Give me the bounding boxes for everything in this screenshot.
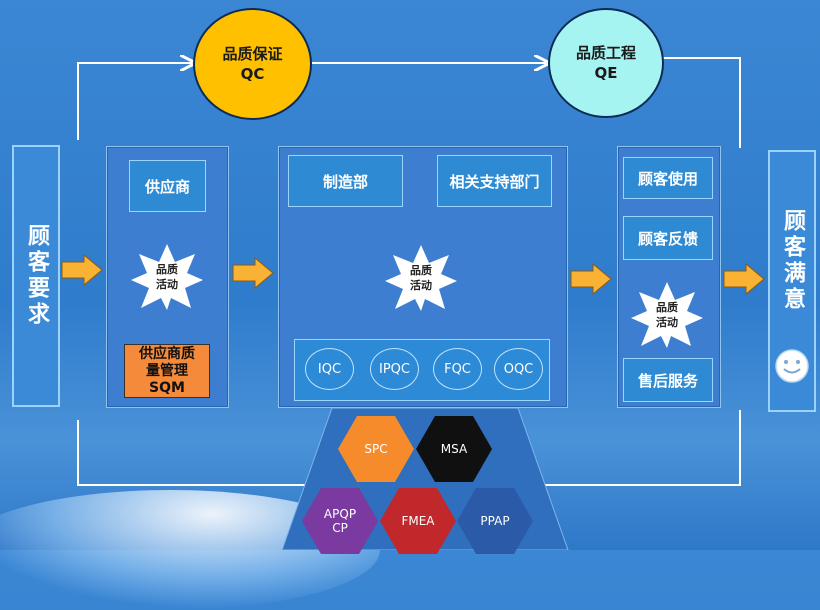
manufacturing-dept-box: 制造部 bbox=[288, 155, 403, 207]
manufacturing-quality-activity: 品质活动 bbox=[383, 243, 459, 313]
activity-label-line2: 活动 bbox=[410, 279, 432, 292]
qe-label-cn: 品质工程 bbox=[575, 44, 636, 62]
bottom-left-line bbox=[77, 420, 335, 486]
customer-use-label: 顾客使用 bbox=[637, 169, 698, 188]
qe-right-line bbox=[662, 57, 741, 148]
arrow-requirements-to-supplier bbox=[61, 253, 103, 287]
customer-feedback-box: 顾客反馈 bbox=[623, 216, 713, 260]
qc-circle: 品质保证 QC bbox=[193, 8, 312, 120]
arrow-supplier-to-manufacturing bbox=[232, 256, 274, 290]
stage-ipqc-label: IPQC bbox=[379, 361, 410, 377]
smiley-face-icon bbox=[775, 349, 809, 383]
qe-circle: 品质工程 QE bbox=[548, 8, 664, 118]
qc-label: QC bbox=[240, 65, 265, 83]
support-dept-label: 相关支持部门 bbox=[449, 172, 540, 191]
customer-use-box: 顾客使用 bbox=[623, 157, 713, 199]
arrow-customer-to-satisfaction bbox=[723, 262, 765, 296]
activity-label-line1: 品质 bbox=[656, 301, 678, 314]
supplier-box: 供应商 bbox=[129, 160, 206, 212]
after-sales-service-label: 售后服务 bbox=[637, 371, 698, 390]
customer-quality-activity: 品质活动 bbox=[629, 280, 705, 350]
stage-fqc-label: FQC bbox=[444, 361, 471, 377]
bottom-feedback-line bbox=[530, 410, 741, 485]
support-dept-box: 相关支持部门 bbox=[437, 155, 552, 207]
arrow-manufacturing-to-customer bbox=[570, 262, 612, 296]
stage-oqc: OQC bbox=[494, 348, 543, 390]
stage-ipqc: IPQC bbox=[370, 348, 419, 390]
tool-msa-label: MSA bbox=[440, 442, 468, 456]
qc-label-cn: 品质保证 bbox=[222, 45, 283, 63]
sqm-line2: 量管理 bbox=[146, 362, 188, 379]
customer-requirements-box: 顾客要求 bbox=[12, 145, 60, 407]
supplier-quality-activity: 品质活动 bbox=[129, 242, 205, 312]
activity-label-line2: 活动 bbox=[656, 316, 678, 329]
top-feedback-line bbox=[77, 63, 192, 140]
customer-satisfaction-label: 顾客满意 bbox=[780, 209, 805, 313]
tool-spc-label: SPC bbox=[364, 442, 388, 456]
customer-feedback-label: 顾客反馈 bbox=[637, 229, 698, 248]
tool-fmea-label: FMEA bbox=[401, 514, 435, 528]
tool-apqp-label: APQP bbox=[323, 507, 357, 521]
customer-requirements-label: 顾客要求 bbox=[24, 224, 49, 328]
manufacturing-dept-label: 制造部 bbox=[322, 172, 368, 191]
tool-cp-label: CP bbox=[332, 521, 348, 535]
activity-label-line1: 品质 bbox=[156, 263, 178, 276]
sqm-line3: SQM bbox=[149, 379, 185, 396]
sqm-line1: 供应商质 bbox=[139, 345, 195, 362]
supplier-label: 供应商 bbox=[144, 177, 190, 196]
stage-iqc: IQC bbox=[305, 348, 354, 390]
after-sales-service-box: 售后服务 bbox=[623, 358, 713, 402]
stage-iqc-label: IQC bbox=[317, 361, 342, 377]
customer-satisfaction-box: 顾客满意 bbox=[768, 150, 816, 412]
stage-oqc-label: OQC bbox=[503, 361, 534, 377]
qe-label: QE bbox=[594, 64, 618, 82]
activity-label-line1: 品质 bbox=[410, 264, 432, 277]
sqm-box: 供应商质 量管理 SQM bbox=[124, 344, 210, 398]
tool-ppap-label: PPAP bbox=[480, 514, 510, 528]
activity-label-line2: 活动 bbox=[156, 278, 178, 291]
stage-fqc: FQC bbox=[433, 348, 482, 390]
